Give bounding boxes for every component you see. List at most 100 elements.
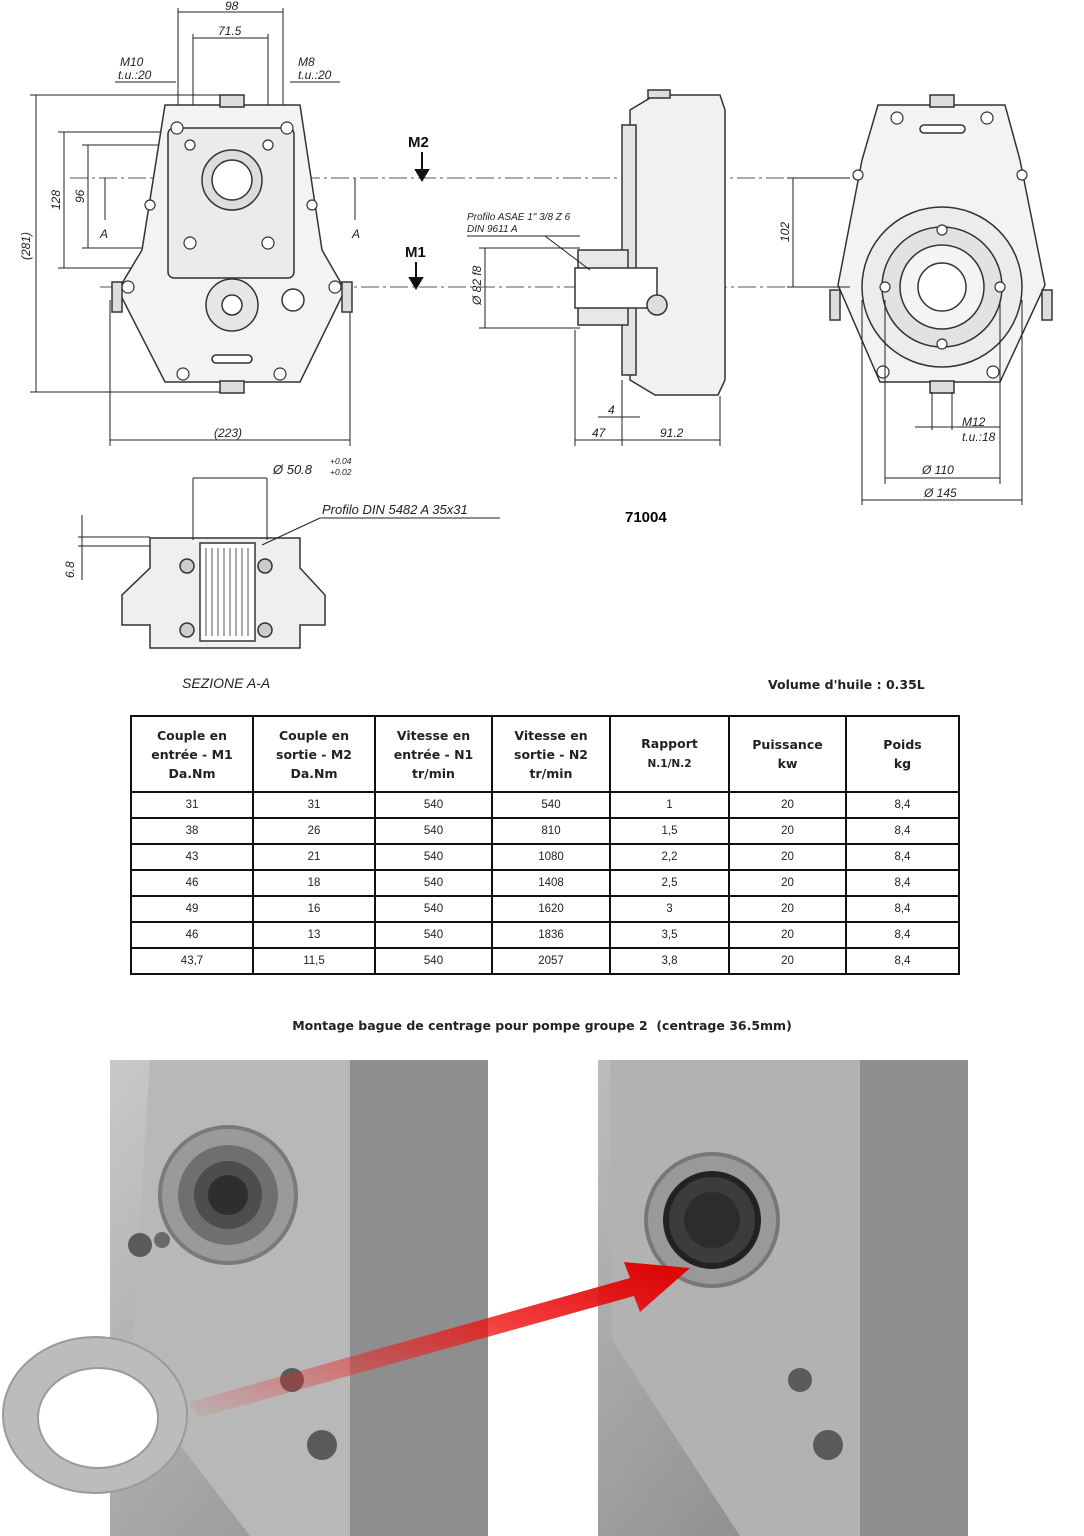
dim-223: (223) <box>214 426 242 440</box>
section-a-a <box>121 537 326 649</box>
dim-6-8: 6.8 <box>63 561 77 578</box>
cell-output-torque: 31 <box>252 791 376 819</box>
dim-82-f8: Ø 82 f8 <box>470 265 484 306</box>
section-title: SEZIONE A-A <box>182 675 271 691</box>
cell-input-speed: 540 <box>374 817 493 845</box>
centering-ring <box>2 1336 188 1494</box>
side-view <box>574 89 726 396</box>
cell-power: 20 <box>728 947 847 975</box>
cell-ratio: 2,2 <box>609 843 730 871</box>
flange-view <box>829 94 1053 394</box>
cell-weight: 8,4 <box>845 817 960 845</box>
cell-output-torque: 26 <box>252 817 376 845</box>
dim-m8: M8 <box>298 55 315 69</box>
cell-ratio: 3 <box>609 895 730 923</box>
dim-98: 98 <box>225 0 239 13</box>
part-number: 71004 <box>625 509 667 526</box>
section-marker-a-right: A <box>351 227 360 241</box>
mounting-photo <box>2 1060 968 1536</box>
cell-ratio: 3,8 <box>609 947 730 975</box>
label-m2: M2 <box>408 134 429 151</box>
cell-input-torque: 38 <box>130 817 254 845</box>
dim-96: 96 <box>73 189 87 203</box>
cell-weight: 8,4 <box>845 947 960 975</box>
dim-102: 102 <box>778 222 792 242</box>
cell-weight: 8,4 <box>845 843 960 871</box>
cell-power: 20 <box>728 869 847 897</box>
cell-power: 20 <box>728 817 847 845</box>
cell-power: 20 <box>728 895 847 923</box>
mounting-caption: Montage bague de centrage pour pompe gro… <box>292 1018 792 1033</box>
cell-output-speed: 1620 <box>491 895 611 923</box>
red-arrow-icon <box>190 1262 690 1418</box>
cell-ratio: 2,5 <box>609 869 730 897</box>
cell-input-speed: 540 <box>374 843 493 871</box>
profile-asae: Profilo ASAE 1" 3/8 Z 6 <box>467 212 571 223</box>
cell-output-speed: 2057 <box>491 947 611 975</box>
cell-output-torque: 21 <box>252 843 376 871</box>
tol-plus: +0.04 <box>330 456 352 466</box>
cell-weight: 8,4 <box>845 791 960 819</box>
dim-50-8: Ø 50.8 <box>272 462 313 477</box>
cell-output-speed: 540 <box>491 791 611 819</box>
dim-128: 128 <box>49 190 63 210</box>
cell-output-torque: 16 <box>252 895 376 923</box>
cell-input-torque: 49 <box>130 895 254 923</box>
cell-input-speed: 540 <box>374 869 493 897</box>
cell-power: 20 <box>728 921 847 949</box>
cell-output-torque: 11,5 <box>252 947 376 975</box>
cell-input-torque: 46 <box>130 921 254 949</box>
cell-ratio: 1 <box>609 791 730 819</box>
dim-m12: M12 <box>962 415 986 429</box>
profile-din-5482: Profilo DIN 5482 A 35x31 <box>322 502 468 517</box>
dim-m10-tu: t.u.:20 <box>118 68 152 82</box>
front-view <box>111 94 353 394</box>
cell-input-torque: 43,7 <box>130 947 254 975</box>
section-marker-a-left: A <box>99 227 108 241</box>
dim-47: 47 <box>592 426 607 440</box>
oil-volume: Volume d'huile : 0.35L <box>768 677 925 692</box>
cell-input-torque: 31 <box>130 791 254 819</box>
cell-input-speed: 540 <box>374 895 493 923</box>
cell-ratio: 3,5 <box>609 921 730 949</box>
cell-input-torque: 43 <box>130 843 254 871</box>
technical-drawing: 98 71.5 M10 t.u.:20 M8 t.u.:20 (281) 128… <box>19 0 1053 649</box>
dim-m10: M10 <box>120 55 144 69</box>
profile-din-9611: DIN 9611 A <box>467 224 518 235</box>
photo-after <box>598 1060 968 1536</box>
cell-output-torque: 18 <box>252 869 376 897</box>
cell-output-speed: 1836 <box>491 921 611 949</box>
cell-output-speed: 810 <box>491 817 611 845</box>
cell-output-speed: 1408 <box>491 869 611 897</box>
dim-145: Ø 145 <box>923 486 957 500</box>
cell-weight: 8,4 <box>845 869 960 897</box>
photo-before <box>110 1060 488 1536</box>
tol-minus: +0.02 <box>330 467 352 477</box>
dim-91-2: 91.2 <box>660 426 684 440</box>
cell-weight: 8,4 <box>845 895 960 923</box>
cell-input-torque: 46 <box>130 869 254 897</box>
cell-output-torque: 13 <box>252 921 376 949</box>
dim-71-5: 71.5 <box>218 24 242 38</box>
dim-110: Ø 110 <box>921 463 954 477</box>
cell-input-speed: 540 <box>374 791 493 819</box>
cell-power: 20 <box>728 791 847 819</box>
dim-m8-tu: t.u.:20 <box>298 68 332 82</box>
cell-input-speed: 540 <box>374 921 493 949</box>
cell-output-speed: 1080 <box>491 843 611 871</box>
